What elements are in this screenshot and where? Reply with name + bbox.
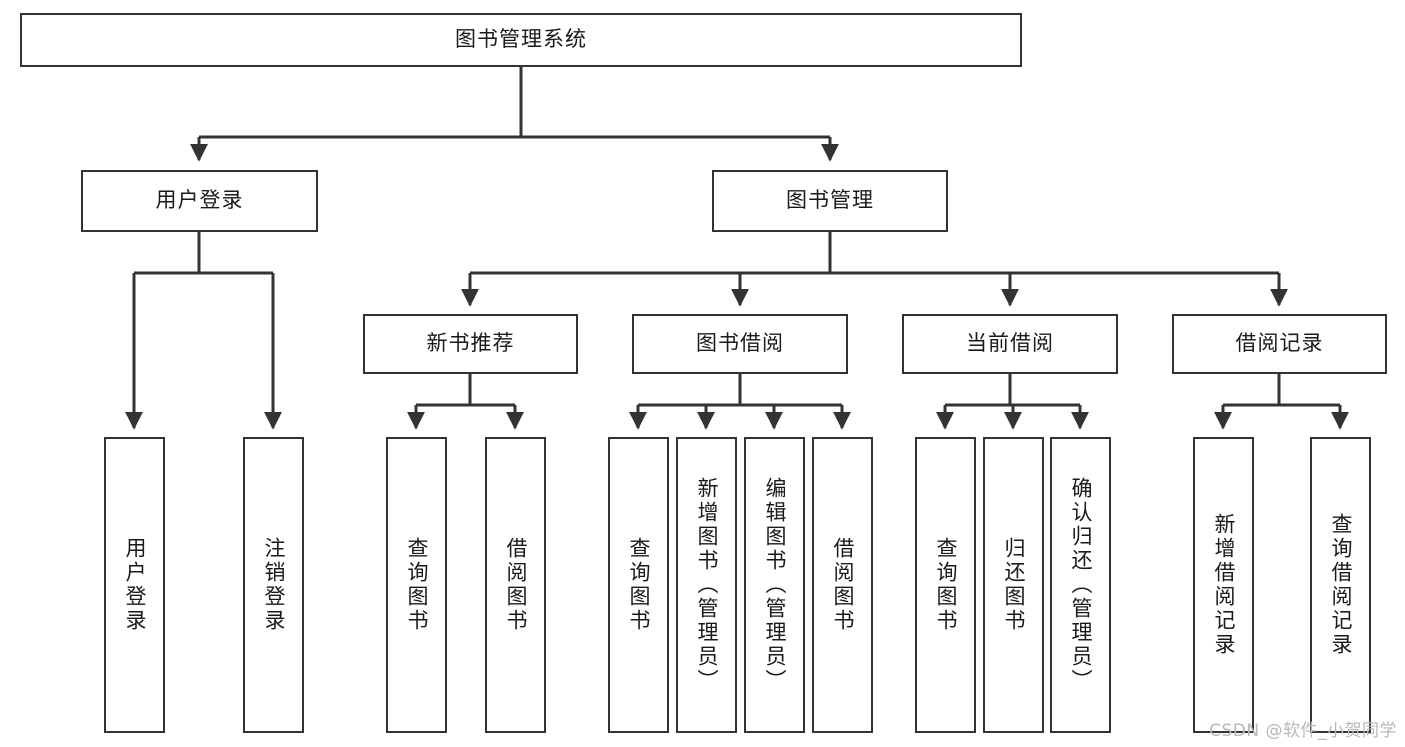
node-label: 查询图书 — [627, 537, 651, 633]
node-borrowing-record[interactable]: 借阅记录 — [1172, 314, 1387, 374]
node-label: 查询图书 — [934, 537, 958, 633]
leaf-user-login-signout[interactable]: 注销登录 — [243, 437, 304, 733]
node-new-book-recommendation[interactable]: 新书推荐 — [363, 314, 578, 374]
node-book-borrowing[interactable]: 图书借阅 — [632, 314, 848, 374]
leaf-record-add[interactable]: 新增借阅记录 — [1193, 437, 1254, 733]
node-current-borrowing[interactable]: 当前借阅 — [902, 314, 1118, 374]
node-label: 借阅记录 — [1235, 331, 1324, 356]
node-label: 图书管理 — [786, 188, 874, 213]
node-label: 当前借阅 — [966, 331, 1054, 356]
node-label: 归还图书 — [1002, 537, 1026, 633]
leaf-book-borrow-borrow[interactable]: 借阅图书 — [812, 437, 873, 733]
node-label: 注销登录 — [262, 537, 286, 633]
leaf-user-login-signin[interactable]: 用户登录 — [104, 437, 165, 733]
node-root-book-management-system[interactable]: 图书管理系统 — [20, 13, 1022, 67]
watermark: CSDN @软件_小贺同学 — [1209, 721, 1397, 741]
node-label: 新增图书（管理员） — [695, 477, 719, 693]
node-label: 查询图书 — [405, 537, 429, 633]
leaf-new-book-query[interactable]: 查询图书 — [386, 437, 447, 733]
leaf-book-borrow-query[interactable]: 查询图书 — [608, 437, 669, 733]
leaf-current-borrow-return[interactable]: 归还图书 — [983, 437, 1044, 733]
node-label: 借阅图书 — [504, 537, 528, 633]
leaf-book-borrow-add-admin[interactable]: 新增图书（管理员） — [676, 437, 737, 733]
node-label: 用户登录 — [155, 188, 244, 213]
node-label: 借阅图书 — [831, 537, 855, 633]
leaf-new-book-borrow[interactable]: 借阅图书 — [485, 437, 546, 733]
leaf-record-query[interactable]: 查询借阅记录 — [1310, 437, 1371, 733]
leaf-book-borrow-edit-admin[interactable]: 编辑图书（管理员） — [744, 437, 805, 733]
node-label: 图书管理系统 — [455, 27, 587, 52]
leaf-current-borrow-query[interactable]: 查询图书 — [915, 437, 976, 733]
node-label: 图书借阅 — [696, 331, 784, 356]
node-book-management[interactable]: 图书管理 — [712, 170, 948, 232]
node-label: 新书推荐 — [426, 331, 515, 356]
node-label: 用户登录 — [123, 537, 147, 633]
node-label: 编辑图书（管理员） — [763, 477, 787, 693]
node-label: 确认归还（管理员） — [1069, 477, 1093, 693]
node-label: 新增借阅记录 — [1212, 513, 1236, 657]
node-label: 查询借阅记录 — [1329, 513, 1353, 657]
leaf-current-borrow-confirm-return-admin[interactable]: 确认归还（管理员） — [1050, 437, 1111, 733]
node-user-login[interactable]: 用户登录 — [81, 170, 318, 232]
